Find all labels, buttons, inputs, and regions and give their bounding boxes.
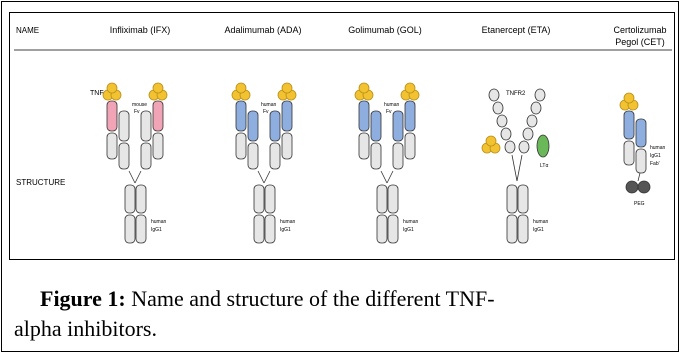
label-igg1: IgG1	[280, 227, 291, 233]
label-igg1: IgG1	[650, 153, 661, 159]
drug-name-cet-line2: Pegol (CET)	[615, 37, 665, 47]
label-igg1: IgG1	[151, 227, 162, 233]
label-peg: PEG	[634, 201, 645, 207]
label-fv: Fv	[263, 109, 269, 115]
label-human-fv: human	[261, 102, 277, 108]
drug-name-eta: Etanercept (ETA)	[482, 25, 551, 35]
label-human: human	[151, 219, 167, 225]
tnf-trimer-icon	[401, 83, 419, 100]
tnf-trimer-icon	[620, 93, 638, 110]
figure-panel: NAME Infliximab (IFX) Adalimumab (ADA) G…	[9, 12, 675, 260]
label-fv: Fv	[386, 109, 392, 115]
caption-label: Figure 1:	[40, 286, 126, 311]
label-human: human	[533, 219, 549, 225]
tnf-trimer-icon	[482, 136, 500, 153]
label-igg1: IgG1	[403, 227, 414, 233]
label-tnf: TNF	[90, 90, 104, 97]
label-tnfr2: TNFR2	[506, 91, 526, 97]
label-fab: Fab'	[650, 161, 660, 167]
label-ltalpha: LTα	[540, 163, 548, 169]
label-mouse: mouse	[132, 102, 147, 108]
label-human-fv: human	[384, 102, 400, 108]
drug-name-ifx: Infliximab (IFX)	[110, 25, 171, 35]
tnf-trimer-icon	[149, 83, 167, 100]
tnf-trimer-icon	[103, 83, 121, 100]
drug-name-ada: Adalimumab (ADA)	[224, 25, 301, 35]
label-human: human	[650, 145, 666, 151]
caption-line-1: Figure 1: Name and structure of the diff…	[40, 284, 495, 314]
tnf-trimer-icon	[232, 83, 250, 100]
caption-text-1: Name and structure of the different TNF-	[126, 286, 495, 311]
drug-name-gol: Golimumab (GOL)	[348, 25, 422, 35]
caption-line-2: alpha inhibitors.	[14, 314, 157, 344]
row-label-name: NAME	[16, 26, 39, 35]
label-human: human	[280, 219, 296, 225]
fab-fragment-certolizumab	[624, 111, 650, 193]
label-igg1: IgG1	[533, 227, 544, 233]
label-human: human	[403, 219, 419, 225]
label-fv: Fv	[134, 109, 140, 115]
tnf-trimer-icon	[355, 83, 373, 100]
drug-name-cet-line1: Certolizumab	[613, 25, 666, 35]
tnf-trimer-icon	[278, 83, 296, 100]
figure-diagram: NAME Infliximab (IFX) Adalimumab (ADA) G…	[10, 13, 675, 260]
row-label-structure: STRUCTURE	[16, 178, 65, 187]
